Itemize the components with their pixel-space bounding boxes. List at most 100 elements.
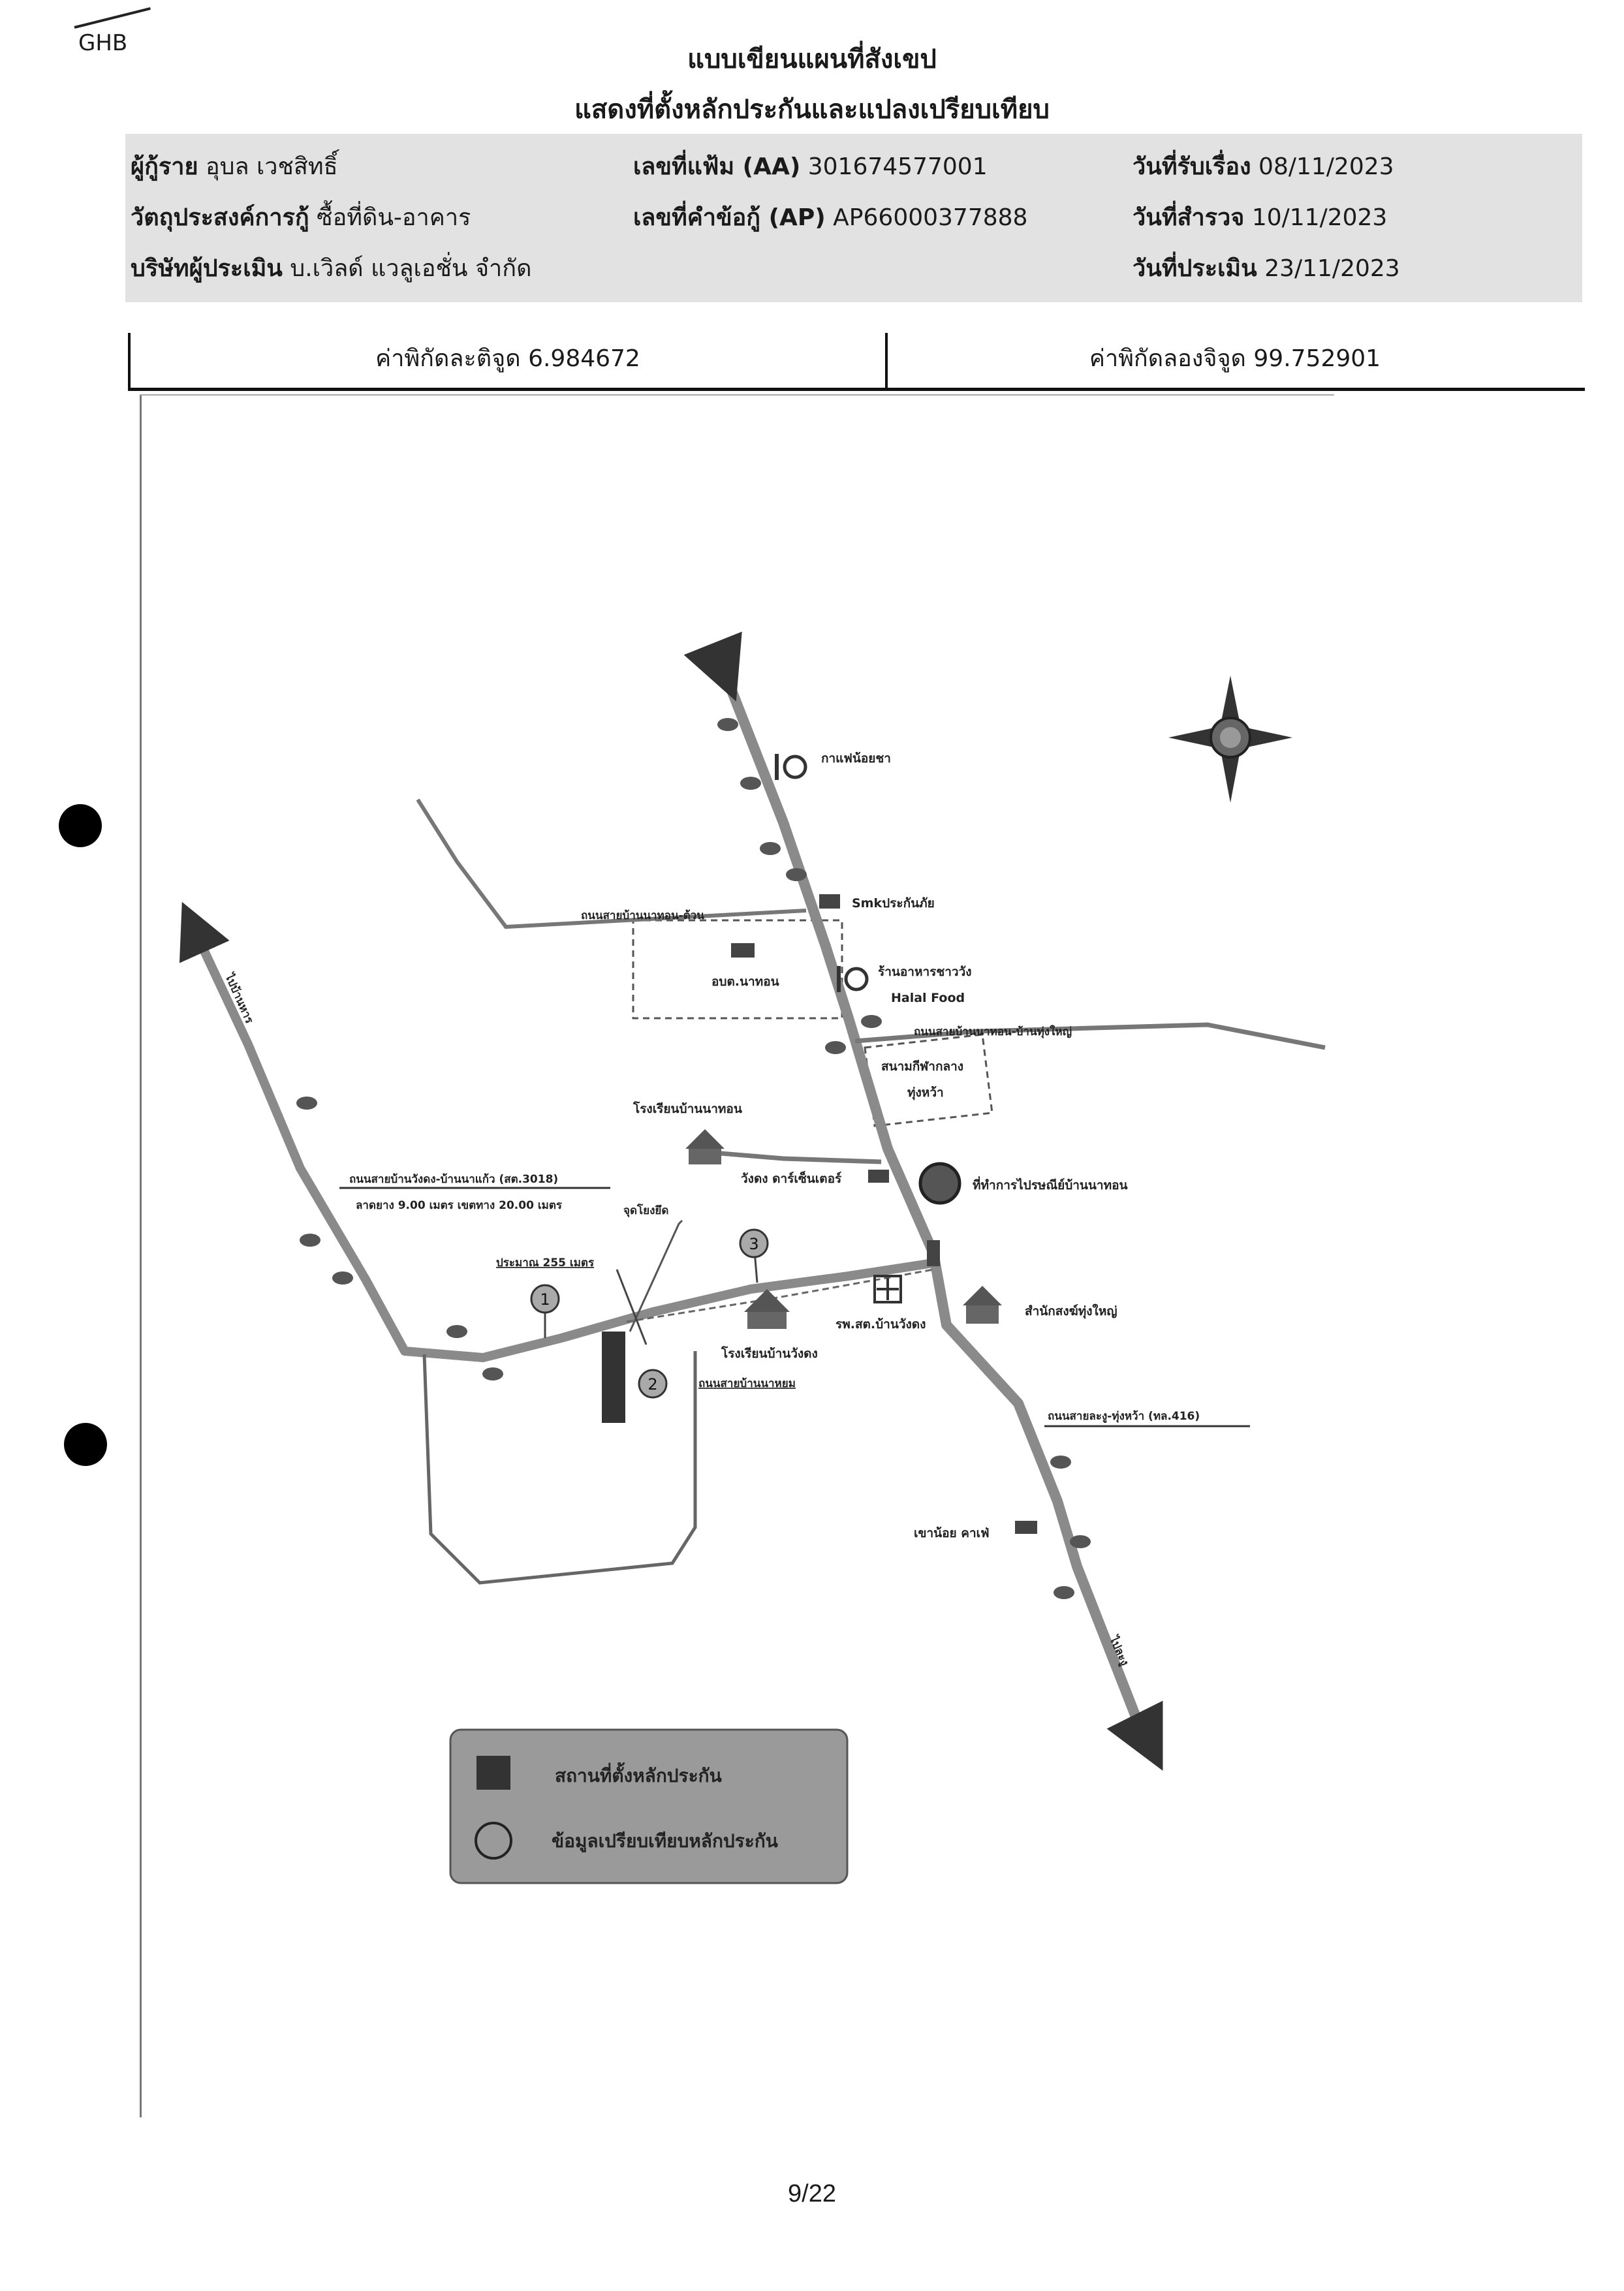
coordinate-divider xyxy=(885,333,888,388)
appraisal-value: 23/11/2023 xyxy=(1264,255,1400,282)
file-no-row: เลขที่แฟ้ม (AA) 301674577001 xyxy=(633,148,988,185)
label-restaurant: ร้านอาหารชาววัง xyxy=(878,965,972,979)
northwest-arrowhead xyxy=(179,901,230,963)
school-wangdong-icon xyxy=(744,1289,790,1329)
logo-text: GHB xyxy=(78,30,128,56)
compass-icon xyxy=(1168,676,1292,803)
longitude-label: ค่าพิกัดลองจิจูด xyxy=(1089,345,1246,372)
temple-icon xyxy=(963,1286,1002,1324)
label-shop-wangdong: วังดง ดาร์เซ็นเตอร์ xyxy=(741,1170,842,1186)
hospital-icon xyxy=(873,1275,902,1303)
legend-box xyxy=(449,1728,849,1884)
longitude-cell: ค่าพิกัดลองจิจูด 99.752901 xyxy=(888,339,1582,377)
legend-collateral-swatch xyxy=(476,1756,510,1790)
appraisal-row: วันที่ประเมิน 23/11/2023 xyxy=(1132,249,1400,287)
label-distance: ประมาณ 255 เมตร xyxy=(496,1256,595,1270)
file-no-label: เลขที่แฟ้ม (AA) xyxy=(633,153,801,180)
insurance-icon xyxy=(819,894,840,909)
map-legend: สถานที่ตั้งหลักประกัน ข้อมูลเปรียบเทียบห… xyxy=(449,1728,849,1884)
file-no-value: 301674577001 xyxy=(807,153,988,180)
label-insurance: Smkประกันภัย xyxy=(852,896,935,911)
survey-row: วันที่สำรวจ 10/11/2023 xyxy=(1132,198,1387,236)
received-value: 08/11/2023 xyxy=(1258,153,1394,180)
request-no-label: เลขที่คำข้อกู้ (AP) xyxy=(633,204,826,231)
map-frame-top xyxy=(140,394,1334,396)
south-arrowhead xyxy=(1106,1700,1163,1771)
restaurant-icon xyxy=(837,966,869,992)
purpose-value: ซื้อที่ดิน-อาคาร xyxy=(317,204,471,231)
label-hospital: รพ.สต.บ้านวังดง xyxy=(835,1317,926,1332)
borrower-label: ผู้กู้ราย xyxy=(131,153,198,180)
label-cafe: กาแฟน้อยชา xyxy=(821,751,891,766)
borrower-row: ผู้กู้ราย อุบล เวชสิทธิ์ xyxy=(131,148,338,185)
received-row: วันที่รับเรื่อง 08/11/2023 xyxy=(1132,148,1394,185)
latitude-cell: ค่าพิกัดละติจูด 6.984672 xyxy=(131,339,885,377)
legend-comparison-label: ข้อมูลเปรียบเทียบหลักประกัน xyxy=(552,1830,778,1852)
survey-label: วันที่สำรวจ xyxy=(1132,204,1245,231)
received-label: วันที่รับเรื่อง xyxy=(1132,153,1251,180)
document-subtitle: แสดงที่ตั้งหลักประกันและแปลงเปรียบเทียบ xyxy=(574,95,1050,125)
label-stadium-2: ทุ่งหว้า xyxy=(907,1085,944,1100)
road-3018 xyxy=(195,938,935,1362)
binder-hole-bottom xyxy=(64,1423,107,1466)
soi-loop-road xyxy=(422,1351,697,1585)
road-east-branch xyxy=(854,1022,1326,1050)
collateral-plot xyxy=(602,1332,625,1423)
label-road-3018: ถนนสายบ้านวังดง-บ้านนาแก้ว (สต.3018) xyxy=(349,1173,558,1186)
label-road-416: ถนนสายละงู-ทุ่งหว้า (ทล.416) xyxy=(1048,1410,1200,1424)
marker-3: 3 xyxy=(739,1228,769,1283)
survey-value: 10/11/2023 xyxy=(1251,204,1388,231)
borrower-value: อุบล เวชสิทธิ์ xyxy=(206,153,338,180)
marker-3-label: 3 xyxy=(749,1235,758,1253)
info-box xyxy=(125,134,1582,302)
north-arrowhead xyxy=(683,631,742,702)
appraiser-label: บริษัทผู้ประเมิน xyxy=(131,255,283,282)
label-reference-point: จุดโยงยึด xyxy=(623,1204,668,1217)
obt-plot-boundary xyxy=(632,919,843,1020)
distance-dashed-line xyxy=(626,1268,934,1323)
label-road-north: ถนนสายบ้านนาทอน-ต้วน xyxy=(581,909,704,922)
document-title: แบบเขียนแผนที่สังเขป xyxy=(687,44,937,74)
appraiser-value: บ.เวิลด์ แวลูเอชั่น จำกัด xyxy=(290,255,532,282)
page-number: 9/22 xyxy=(788,2180,836,2207)
purpose-label: วัตถุประสงค์การกู้ xyxy=(131,204,309,231)
road-school-spur xyxy=(704,1149,882,1164)
label-school-nathon: โรงเรียนบ้านนาทอน xyxy=(632,1101,742,1116)
coordinate-box xyxy=(128,333,1585,391)
marker-2-label: 2 xyxy=(648,1375,657,1394)
reference-leader xyxy=(629,1219,683,1332)
shop-south-icon xyxy=(1015,1521,1037,1534)
label-road-3018-spec: ลาดยาง 9.00 เมตร เขตทาง 20.00 เมตร xyxy=(356,1199,563,1212)
binder-hole-top xyxy=(59,804,102,847)
shop-icon xyxy=(868,1170,889,1183)
stadium-boundary xyxy=(864,1033,993,1127)
latitude-label: ค่าพิกัดละติจูด xyxy=(375,345,521,372)
appraiser-row: บริษัทผู้ประเมิน บ.เวิลด์ แวลูเอชั่น จำก… xyxy=(131,249,531,287)
traffic-light-icon xyxy=(927,1240,940,1266)
label-obt: อบต.นาทอน xyxy=(711,974,779,989)
legend-collateral-label: สถานที่ตั้งหลักประกัน xyxy=(555,1762,722,1786)
label-road-east: ถนนสายบ้านนาทอน-บ้านทุ่งใหญ่ xyxy=(914,1025,1072,1038)
distance-leader xyxy=(616,1269,648,1345)
label-post-office: ที่ทำการไปรษณีย์บ้านนาทอน xyxy=(973,1176,1128,1192)
label-halal: Halal Food xyxy=(891,991,965,1005)
legend-comparison-swatch xyxy=(475,1822,512,1860)
map-frame xyxy=(140,394,1336,2117)
road-north-branch xyxy=(416,798,807,929)
appraisal-label: วันที่ประเมิน xyxy=(1132,255,1257,282)
label-stadium: สนามกีฬากลาง xyxy=(881,1059,963,1074)
longitude-value: 99.752901 xyxy=(1253,345,1381,372)
latitude-value: 6.984672 xyxy=(528,345,640,372)
school-nathon-icon xyxy=(685,1129,725,1164)
request-no-value: AP66000377888 xyxy=(833,204,1028,231)
cafe-icon xyxy=(775,754,807,780)
marker-1: 1 xyxy=(530,1284,560,1338)
label-shop-south: เขาน้อย คาเฟ่ xyxy=(914,1526,990,1540)
marker-1-label: 1 xyxy=(540,1290,550,1309)
request-no-row: เลขที่คำข้อกู้ (AP) AP66000377888 xyxy=(633,198,1027,236)
ghb-logo: GHB xyxy=(74,7,151,56)
obt-icon xyxy=(731,943,755,958)
label-school-wangdong: โรงเรียนบ้านวังดง xyxy=(721,1346,818,1361)
post-office-icon xyxy=(918,1162,961,1205)
